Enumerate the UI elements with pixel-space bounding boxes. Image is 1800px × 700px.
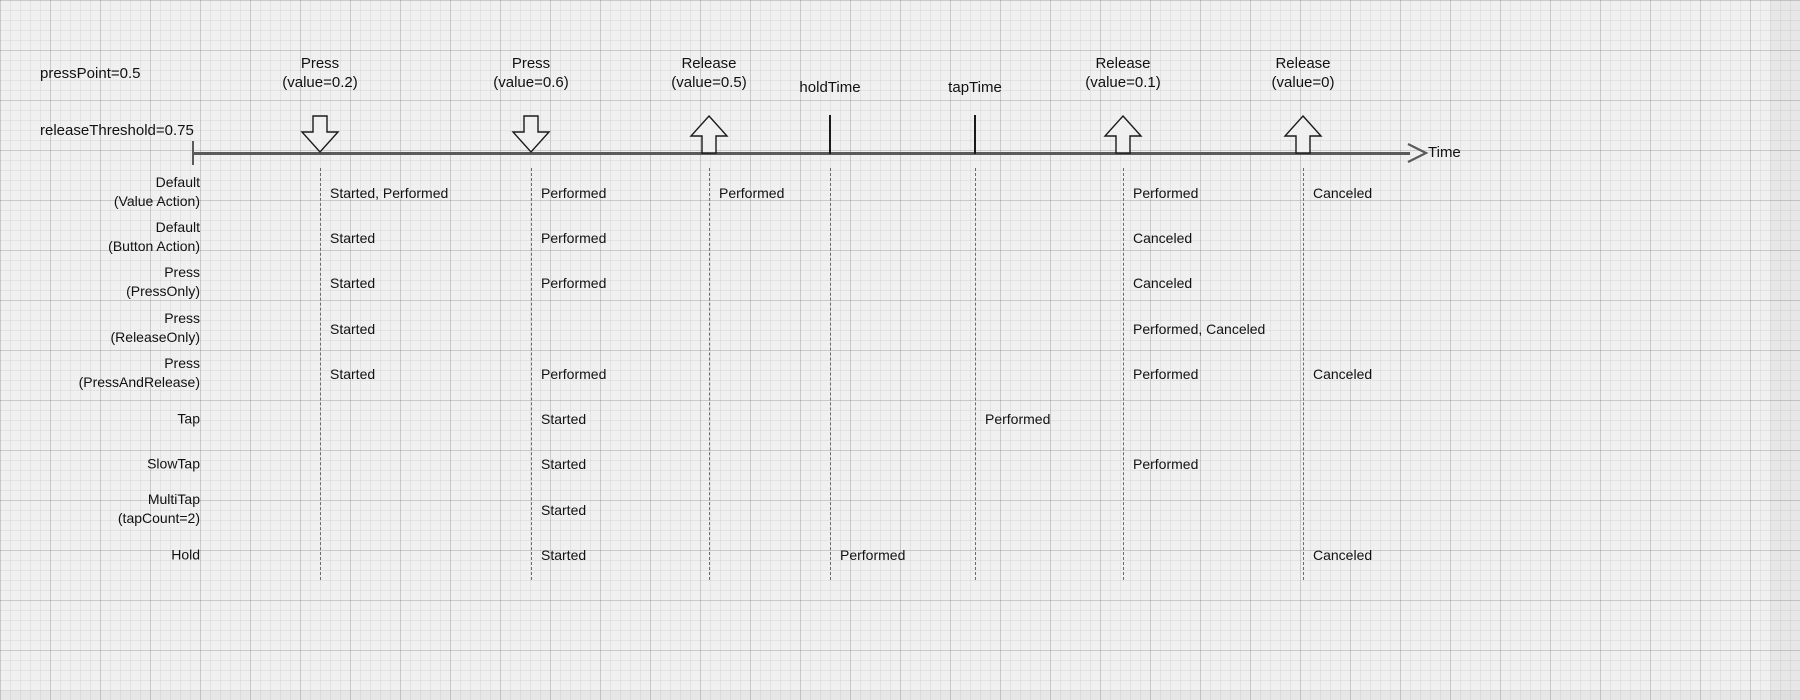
guide-line-release-3 (1303, 168, 1304, 580)
row-label-slowtap: SlowTap (0, 455, 200, 474)
cell-press-pressonly-press-2: Performed (541, 275, 607, 291)
event-label-release-2: Release (value=0.1) (1085, 54, 1160, 92)
event-label-line1: Release (1095, 55, 1151, 72)
row-label-primary: Default (155, 219, 200, 235)
event-label-line1: tapTime (948, 79, 1002, 96)
row-label-hold: Hold (0, 546, 200, 565)
release-arrow-up-release-2 (1103, 114, 1143, 154)
row-label-secondary: (Value Action) (113, 193, 200, 209)
cell-default-value-action-release-1: Performed (719, 185, 785, 201)
event-label-press-1: Press (value=0.2) (282, 54, 357, 92)
cell-press-releaseonly-press-1: Started (330, 321, 376, 337)
cell-multitap-press-2: Started (541, 502, 587, 518)
cell-press-pressandrelease-press-2: Performed (541, 366, 607, 382)
row-label-secondary: (PressOnly) (126, 283, 200, 299)
row-label-primary: Hold (171, 546, 200, 563)
guide-line-press-2 (531, 168, 532, 580)
cell-press-pressonly-press-1: Started (330, 275, 376, 291)
row-label-primary: Press (164, 355, 200, 371)
cell-default-button-action-release-2: Canceled (1133, 230, 1193, 246)
row-label-multitap: MultiTap (tapCount=2) (0, 490, 200, 528)
parameters-note: pressPoint=0.5 releaseThreshold=0.75 (40, 26, 194, 178)
cell-tap-tap-time: Performed (985, 411, 1051, 427)
row-label-secondary: (ReleaseOnly) (110, 329, 200, 345)
row-label-secondary: (tapCount=2) (117, 510, 200, 526)
event-label-line1: Press (511, 55, 551, 72)
event-label-line2: (value=0.1) (1085, 74, 1161, 91)
row-label-secondary: (PressAndRelease) (78, 374, 200, 390)
cell-default-value-action-press-1: Started, Performed (330, 185, 449, 201)
row-label-default-button-action: Default (Button Action) (0, 218, 200, 256)
event-label-line1: Release (1275, 55, 1331, 72)
guide-line-hold-time (830, 168, 831, 580)
release-arrow-up-release-1 (689, 114, 729, 154)
guide-line-release-1 (709, 168, 710, 580)
event-label-line1: holdTime (799, 79, 861, 96)
event-label-press-2: Press (value=0.6) (493, 54, 568, 92)
cell-slowtap-release-2: Performed (1133, 456, 1199, 472)
param-release-threshold: releaseThreshold=0.75 (40, 122, 194, 139)
guide-line-tap-time (975, 168, 976, 580)
press-arrow-down-press-2 (511, 115, 551, 154)
cell-press-pressonly-release-2: Canceled (1133, 275, 1193, 291)
event-label-line1: Press (300, 55, 340, 72)
row-label-tap: Tap (0, 410, 200, 429)
event-label-release-1: Release (value=0.5) (671, 54, 746, 92)
cell-default-value-action-release-3: Canceled (1313, 185, 1373, 201)
cell-press-pressandrelease-release-2: Performed (1133, 366, 1199, 382)
cell-default-value-action-release-2: Performed (1133, 185, 1199, 201)
row-label-secondary: (Button Action) (108, 238, 200, 254)
row-label-press-pressonly: Press (PressOnly) (0, 263, 200, 301)
cell-hold-hold-time: Performed (840, 547, 906, 563)
axis-line (192, 152, 1410, 155)
row-label-primary: Tap (177, 410, 200, 427)
event-label-release-3: Release (value=0) (1272, 54, 1335, 92)
time-tick-hold-time (829, 115, 831, 154)
cell-slowtap-press-2: Started (541, 456, 587, 472)
release-arrow-up-release-3 (1283, 114, 1323, 154)
param-press-point: pressPoint=0.5 (40, 65, 141, 82)
cell-press-pressandrelease-release-3: Canceled (1313, 366, 1373, 382)
cell-press-pressandrelease-press-1: Started (330, 366, 376, 382)
row-label-primary: Press (164, 264, 200, 280)
event-label-tap-time: tapTime (948, 78, 1002, 97)
axis-time-label: Time (1428, 144, 1461, 161)
guide-line-press-1 (320, 168, 321, 580)
row-label-primary: Press (164, 310, 200, 326)
cell-tap-press-2: Started (541, 411, 587, 427)
cell-default-value-action-press-2: Performed (541, 185, 607, 201)
cell-hold-release-3: Canceled (1313, 547, 1373, 563)
row-label-primary: MultiTap (147, 491, 200, 507)
event-label-hold-time: holdTime (799, 78, 860, 97)
axis-arrow-head (1407, 143, 1429, 163)
time-tick-tap-time (974, 115, 976, 154)
event-label-line2: (value=0.6) (493, 74, 569, 91)
cell-default-button-action-press-2: Performed (541, 230, 607, 246)
event-label-line2: (value=0.5) (671, 74, 747, 91)
cell-press-releaseonly-release-2: Performed, Canceled (1133, 321, 1266, 337)
row-label-primary: SlowTap (147, 455, 200, 472)
guide-line-release-2 (1123, 168, 1124, 580)
row-label-press-pressandrelease: Press (PressAndRelease) (0, 354, 200, 392)
cell-default-button-action-press-1: Started (330, 230, 376, 246)
row-label-default-value-action: Default (Value Action) (0, 173, 200, 211)
event-label-line2: (value=0) (1271, 74, 1335, 91)
press-arrow-down-press-1 (300, 115, 340, 154)
event-label-line1: Release (681, 55, 737, 72)
event-label-line2: (value=0.2) (282, 74, 358, 91)
row-label-primary: Default (155, 174, 200, 190)
cell-hold-press-2: Started (541, 547, 587, 563)
row-label-press-releaseonly: Press (ReleaseOnly) (0, 309, 200, 347)
